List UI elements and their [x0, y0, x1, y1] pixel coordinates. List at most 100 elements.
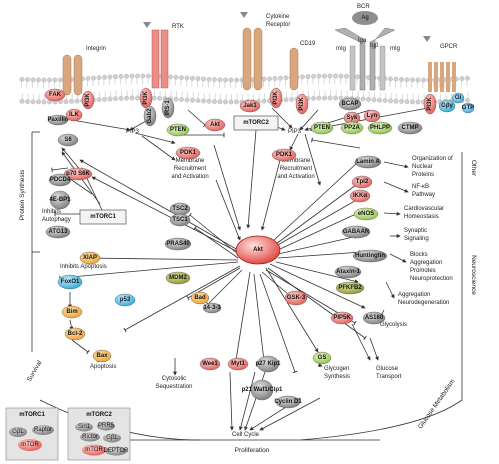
node-mdm2: MDM2	[165, 271, 191, 285]
edge-13	[246, 129, 257, 229]
edge-32	[267, 267, 367, 341]
node-p21-label: p21 Waf1/Cip1	[242, 387, 283, 393]
recruit-left-2: Recruitment	[174, 166, 207, 172]
legend-mtorc2-title: mTORC2	[86, 412, 112, 418]
node-pras40-label: PRAS40	[166, 241, 190, 247]
node-lyn: Lyn	[363, 109, 381, 123]
node-as160-label: AS160	[365, 315, 384, 321]
edge-37	[277, 234, 359, 255]
node-pdcd4: PDCD4	[48, 173, 72, 187]
node-pras40: PRAS40	[164, 237, 192, 251]
outcome-glycogen-1: Glycogen	[324, 366, 349, 372]
label-cd19: CD19	[300, 41, 316, 47]
node-myt1: Myt1	[227, 357, 249, 371]
node-ataxin1: Ataxin-1	[334, 265, 362, 279]
node-foxo1-label: FoxO1	[61, 279, 80, 285]
node-ilk: ILK	[65, 108, 83, 122]
node-ataxin1-label: Ataxin-1	[336, 269, 360, 275]
node-p1433-label: 14-3-3	[203, 305, 221, 311]
node-xiap-label: XIAP	[83, 255, 97, 261]
edge-29	[259, 273, 298, 374]
edge-2	[187, 109, 207, 128]
edge-9	[141, 135, 176, 161]
node-p1433: 14-3-3	[202, 302, 221, 314]
node-bim: Bim	[61, 305, 83, 319]
node-pdk1-right-label: PDK1	[276, 152, 293, 158]
node-pten-right: PTEN	[310, 121, 334, 135]
label-rtk: RTK	[172, 24, 184, 30]
section-neuroscience: Neuroscience	[470, 255, 477, 295]
cd19-receptor	[289, 47, 299, 91]
node-tpl2: Tpl2	[351, 175, 373, 189]
outcome-nuclear-1: Organization of	[412, 156, 453, 162]
node-pten-left: PTEN	[166, 123, 190, 137]
edge-11	[289, 133, 299, 151]
label-cytokine-receptor-2: Receptor	[266, 22, 290, 28]
node-p53-label: p53	[120, 297, 131, 303]
recruit-right-1: Membrane	[282, 158, 311, 164]
node-gbg-label: Gβγ	[441, 103, 453, 109]
node-bax: Bax	[92, 349, 112, 363]
edge-46	[389, 253, 407, 263]
node-atg13: ATG13	[45, 225, 71, 239]
edge-63	[229, 371, 234, 431]
node-cyclind1: Cyclin D1	[274, 395, 302, 409]
node-gab2-label: Gab2	[147, 108, 153, 124]
node-pi3k-cyto: PI3K	[269, 87, 283, 109]
gpcr-receptor	[423, 36, 456, 92]
node-akt-central: Akt	[235, 235, 281, 265]
legend-mtorc1-title: mTORC1	[19, 412, 45, 418]
edge-49	[351, 323, 371, 361]
node-p70s6k: p70 S6K	[63, 167, 93, 181]
node-s6: S6	[57, 133, 79, 147]
node-pi3k-cd19-label: PI3K	[299, 97, 305, 111]
legend-rictor: Rictor	[82, 434, 98, 440]
node-pi3k-gpcr: PI3K	[423, 93, 437, 115]
cytokine-receptor	[240, 12, 263, 91]
pip3-right: PIP3	[288, 129, 302, 135]
edge-42	[383, 161, 409, 169]
section-glucose-metabolism: Glucose Metabolism	[417, 378, 457, 430]
node-gsk3-label: GSK-3	[287, 295, 306, 301]
edge-38	[277, 212, 359, 251]
node-tpl2-label: Tpl2	[356, 179, 369, 185]
outcome-cardio-1: Cardiovascular	[404, 206, 444, 212]
edge-20	[188, 212, 239, 255]
node-bim-label: Bim	[66, 309, 77, 315]
node-ctmp: CTMP	[397, 121, 423, 135]
edge-56	[51, 167, 69, 173]
node-pip5k-label: PIP5K	[333, 315, 351, 321]
node-cyclind1-label: Cyclin D1	[274, 399, 302, 405]
outcome-glycolysis: Glycolysis	[380, 322, 407, 328]
section-other: Other	[470, 160, 477, 177]
outcome-nuclear-2: Nuclear	[412, 164, 433, 170]
edge-19	[91, 176, 239, 253]
edge-44	[383, 211, 401, 216]
section-protein-synthesis: Protein Synthesis	[19, 169, 26, 220]
node-ebp1: 4E-BP1	[49, 190, 71, 210]
label-iga: Igα	[358, 38, 367, 44]
legend-gbl-1: GβL	[12, 429, 24, 435]
recruit-right-2: Recruitment	[280, 166, 313, 172]
label-integrin: Integrin	[86, 46, 106, 52]
node-jak1: Jak1	[239, 99, 261, 113]
legend-prr5: PRR5	[98, 423, 115, 429]
edge-50	[369, 337, 379, 361]
outcome-inhibits-autophagy-1: Inhibits	[42, 209, 61, 215]
pip3-left: PIP3	[126, 129, 140, 135]
edge-8	[134, 132, 176, 145]
node-akt-top: Akt	[204, 118, 226, 132]
edge-34	[269, 263, 366, 309]
outcome-glucose-1: Glucose	[376, 366, 399, 372]
node-ikka: IKKα	[349, 189, 371, 203]
outcome-nfkb-2: Pathway	[412, 192, 435, 198]
edge-51	[317, 363, 323, 368]
node-bcl2: Bcl-2	[64, 327, 86, 341]
node-jak1-label: Jak1	[243, 103, 257, 109]
outcome-blocks-4: Neuroprotection	[410, 276, 453, 282]
outcome-glycogen-2: Synthesis	[324, 374, 350, 380]
node-ebp1-label: 4E-BP1	[49, 197, 71, 203]
node-pten-left-label: PTEN	[170, 127, 186, 133]
node-gsk3: GSK-3	[284, 290, 308, 306]
